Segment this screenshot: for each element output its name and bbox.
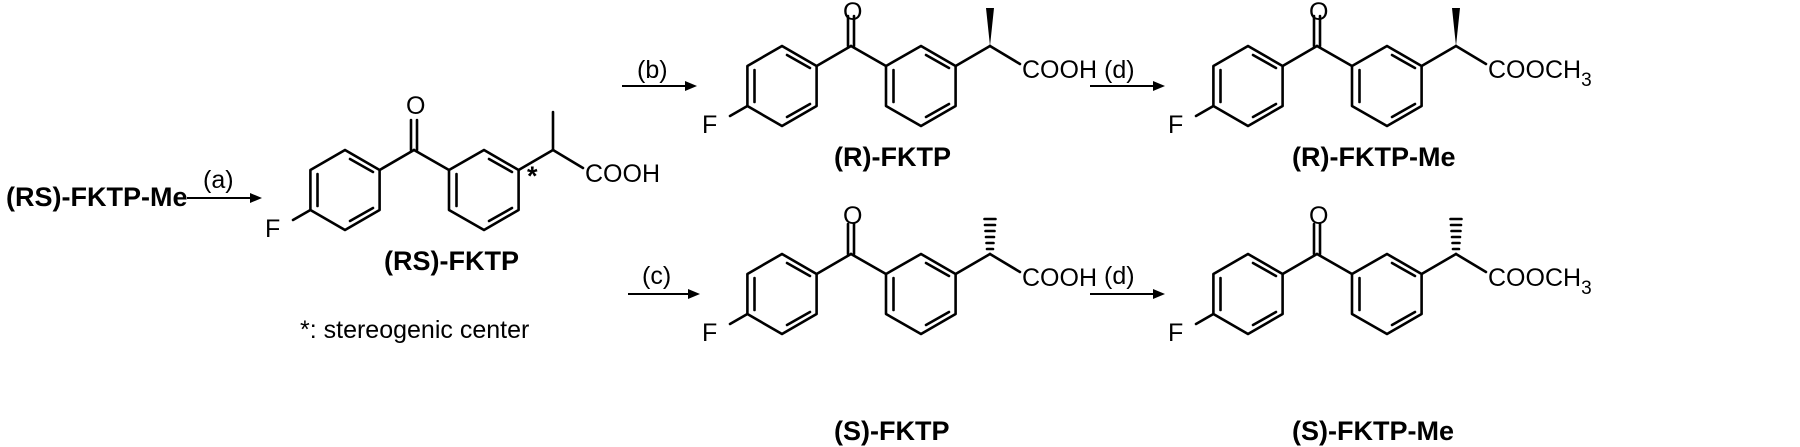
- stereocenter-marker: *: [527, 161, 538, 191]
- molecule-s-fktp: O F COOH: [702, 202, 1097, 347]
- arrow-c: [628, 289, 700, 299]
- compound-label-r-fktp: (R)-FKTP: [834, 142, 951, 172]
- acid-group-label: COOH: [585, 160, 660, 188]
- condition-b-label: (b): [637, 56, 668, 84]
- oxygen-atom-label: O: [843, 0, 862, 26]
- ester-group-label: COOCH3: [1488, 264, 1592, 299]
- condition-a-label: (a): [203, 166, 234, 194]
- molecule-r-fktp: O F COOH: [702, 0, 1097, 139]
- fluorine-atom-label: F: [1168, 319, 1183, 347]
- arrow-a: [187, 193, 262, 203]
- fluorine-atom-label: F: [1168, 111, 1183, 139]
- arrow-d-bottom: [1090, 289, 1165, 299]
- condition-d-bottom-label: (d): [1104, 262, 1135, 290]
- compound-label-s-fktp: (S)-FKTP: [834, 416, 949, 446]
- acid-group-label: COOH: [1022, 264, 1097, 292]
- ester-group-label: COOCH3: [1488, 56, 1592, 91]
- molecule-s-fktp-me: O F COOCH3: [1168, 202, 1592, 347]
- starting-material-label: (RS)-FKTP-Me: [6, 182, 187, 212]
- fluorine-atom-label: F: [702, 111, 717, 139]
- arrow-b: [622, 81, 697, 91]
- condition-d-top-label: (d): [1104, 56, 1135, 84]
- compound-label-rs-fktp: (RS)-FKTP: [384, 246, 519, 276]
- molecule-rs-fktp: O F COOH *: [265, 92, 660, 243]
- acid-group-label: COOH: [1022, 56, 1097, 84]
- oxygen-atom-label: O: [406, 92, 425, 120]
- oxygen-atom-label: O: [1309, 202, 1328, 230]
- compound-label-r-fktp-me: (R)-FKTP-Me: [1292, 142, 1455, 172]
- compound-label-s-fktp-me: (S)-FKTP-Me: [1292, 416, 1454, 446]
- stereogenic-center-footnote: *: stereogenic center: [300, 316, 529, 344]
- fluorine-atom-label: F: [702, 319, 717, 347]
- oxygen-atom-label: O: [1309, 0, 1328, 26]
- arrow-d-top: [1090, 81, 1165, 91]
- fluorine-atom-label: F: [265, 215, 280, 243]
- oxygen-atom-label: O: [843, 202, 862, 230]
- molecule-r-fktp-me: O F COOCH3: [1168, 0, 1592, 139]
- condition-c-label: (c): [642, 262, 671, 290]
